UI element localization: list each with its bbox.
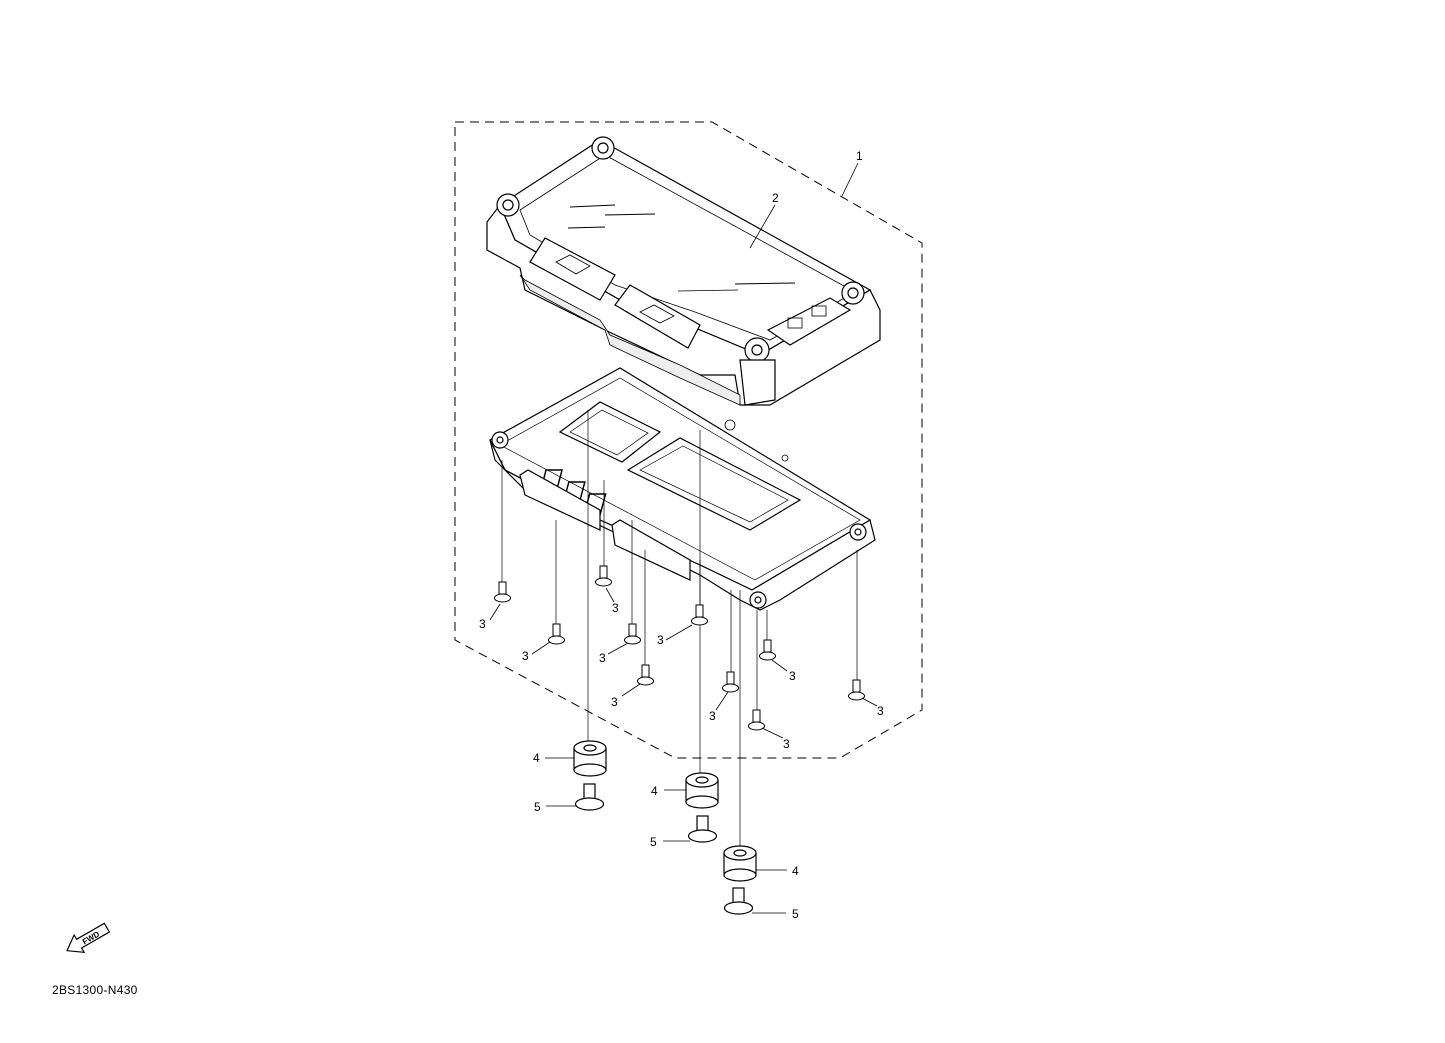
callout-leader-lines [489, 587, 878, 914]
screw-3j [848, 679, 865, 701]
leader-line-2 [749, 204, 776, 249]
screw-3g [722, 671, 739, 693]
callout-3: 3 [611, 695, 618, 709]
callout-3: 3 [789, 669, 796, 683]
bolt-5c [723, 887, 754, 915]
screw-3e [637, 664, 654, 686]
grommet-4a [573, 740, 607, 777]
callout-4: 4 [533, 751, 540, 765]
assembly-boundary-dashed [454, 121, 923, 759]
screw-3c [595, 565, 612, 587]
callout-5: 5 [534, 800, 541, 814]
meter-housing-part [489, 367, 876, 611]
callout-3: 3 [783, 737, 790, 751]
screw-3b [548, 623, 565, 645]
callout-4: 4 [792, 864, 799, 878]
leader-line-1 [841, 162, 859, 197]
screw-3h [759, 639, 776, 661]
callout-3: 3 [522, 649, 529, 663]
callout-5: 5 [650, 835, 657, 849]
callout-3: 3 [709, 709, 716, 723]
screw-3d [624, 623, 641, 645]
callout-3: 3 [599, 651, 606, 665]
assembly-center-lines [501, 410, 858, 848]
callout-3: 3 [479, 617, 486, 631]
callout-2: 2 [772, 191, 779, 205]
callout-3: 3 [877, 704, 884, 718]
screw-3f [691, 604, 708, 626]
bolt-5a [574, 783, 605, 811]
grommet-4b [685, 772, 719, 809]
screw-3i [748, 709, 765, 731]
callout-3: 3 [657, 633, 664, 647]
bolt-5b [687, 815, 718, 843]
callout-4: 4 [651, 784, 658, 798]
meter-cover-part [486, 136, 881, 406]
screw-3a [494, 581, 511, 603]
grommet-4c [723, 845, 757, 882]
callout-3: 3 [612, 601, 619, 615]
callout-1: 1 [856, 149, 863, 163]
callout-labels: 1 2 3 3 3 3 3 3 3 3 3 3 4 4 4 5 5 5 [479, 149, 884, 921]
grommet-group [573, 740, 757, 882]
bolt-group [574, 783, 754, 915]
fwd-arrow-icon: FWD [66, 922, 111, 954]
screw-group [494, 565, 865, 731]
drawing-code: 2BS1300-N430 [52, 983, 138, 997]
callout-5: 5 [792, 907, 799, 921]
